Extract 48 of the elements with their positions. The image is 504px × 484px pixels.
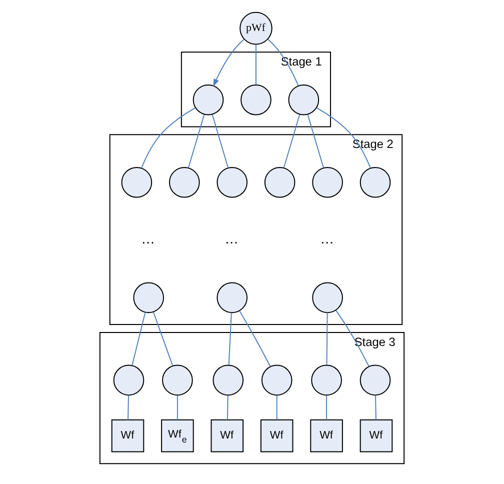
connector [326, 394, 328, 420]
connector [276, 394, 278, 420]
node-circle [133, 282, 164, 314]
node-circle [261, 364, 292, 396]
node-circle: pWf [240, 12, 272, 45]
connector [212, 114, 229, 168]
node-box: Wf$_{e}$ [161, 419, 194, 452]
node-circle [312, 282, 343, 314]
connector [326, 312, 328, 366]
connector [375, 394, 376, 420]
node-circle [216, 166, 248, 198]
connector [176, 394, 178, 420]
node-circle [169, 166, 200, 198]
node-circle [113, 364, 144, 396]
node-circle [212, 364, 244, 396]
connector [188, 114, 205, 168]
connector [152, 311, 174, 366]
node-circle [192, 84, 224, 116]
label: … [141, 230, 156, 247]
connector [283, 114, 300, 168]
connector [316, 107, 371, 169]
connector [335, 310, 370, 367]
connector [132, 312, 146, 366]
arrow [213, 38, 244, 87]
connector [238, 310, 271, 367]
node-box: Wf [310, 419, 343, 452]
node-circle [311, 364, 342, 396]
connector [140, 107, 196, 169]
node-circle [288, 84, 320, 116]
connector [255, 44, 256, 86]
node-box: Wf [260, 419, 294, 452]
node-circle [312, 166, 343, 198]
node-circle [162, 364, 193, 396]
node-box: Wf [111, 419, 144, 452]
node-circle [264, 166, 296, 198]
connector [226, 394, 228, 420]
node-circle [360, 166, 391, 198]
connector [307, 114, 324, 168]
node-circle [121, 166, 152, 198]
connector [228, 312, 232, 366]
node-box: Wf [360, 419, 393, 452]
label: … [320, 230, 334, 247]
label: … [224, 230, 239, 247]
node-circle [240, 84, 272, 116]
node-circle [216, 282, 248, 314]
connector [128, 394, 129, 420]
node-circle [360, 364, 391, 396]
node-box: Wf [210, 419, 244, 452]
